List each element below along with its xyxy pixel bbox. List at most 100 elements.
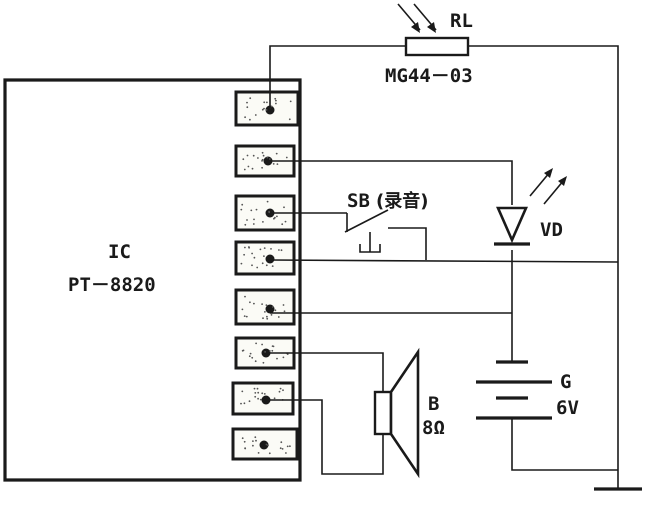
pad-speck (282, 389, 284, 392)
pad-speck (257, 397, 259, 400)
pad-speck (262, 221, 264, 223)
pad-speck (268, 452, 271, 455)
pad-speck (243, 253, 246, 256)
pad-speck (252, 223, 255, 225)
pin-contact-dot (265, 254, 275, 264)
pad-speck (263, 107, 265, 110)
speaker-impedance: 8Ω (422, 417, 445, 439)
pad-speck (279, 387, 282, 390)
pad-speck (259, 398, 262, 401)
sb-label: SB (347, 190, 370, 212)
pad-speck (249, 352, 252, 355)
pad-speck (248, 355, 251, 358)
pad-speck (246, 219, 248, 221)
ic-name: IC (108, 241, 131, 263)
pad-speck (271, 349, 274, 352)
wire-switch-right (388, 227, 427, 260)
pad-speck (265, 443, 268, 446)
pad-speck (263, 393, 266, 395)
pad-speck (244, 246, 246, 249)
pad-speck (244, 295, 246, 298)
pad-speck (253, 218, 255, 221)
pad-speck (241, 390, 244, 393)
pad-speck (264, 311, 266, 313)
pad-speck (283, 206, 285, 209)
pad-speck (270, 248, 272, 250)
pad-speck (282, 356, 285, 359)
pad-speck (261, 392, 264, 395)
pad-speck (272, 163, 275, 165)
battery-label: G (560, 371, 571, 393)
pad-speck (261, 108, 264, 111)
speaker-b: B 8Ω (373, 347, 445, 479)
pad-speck (272, 345, 275, 348)
pad-speck (285, 452, 287, 454)
pad-speck (281, 223, 284, 226)
pad-speck (274, 309, 277, 312)
pad-speck (240, 208, 243, 211)
battery-g: G 6V (476, 360, 579, 420)
pad-speck (253, 256, 256, 259)
pad-speck (281, 448, 284, 450)
pad-speck (250, 209, 253, 212)
pad-speck (261, 262, 264, 265)
pad-speck (241, 308, 244, 311)
battery-voltage: 6V (556, 397, 579, 419)
pad-speck (240, 402, 242, 405)
pad-speck (266, 156, 269, 159)
pad-speck (278, 249, 280, 251)
pad-speck (256, 266, 259, 269)
pin-contact-dot (259, 440, 269, 450)
pad-speck (243, 315, 246, 317)
wire-pin4-rail (269, 259, 619, 263)
pad-speck (289, 100, 292, 103)
pad-speck (270, 314, 273, 316)
pad-speck (243, 168, 246, 171)
pad-speck (252, 440, 254, 442)
pad-speck (248, 400, 251, 403)
pad-speck (265, 109, 268, 111)
pad-speck (283, 310, 286, 313)
pad-speck (261, 343, 263, 346)
pad-speck (245, 315, 248, 318)
rl-part-number: MG44－03 (385, 65, 473, 87)
pad-speck (261, 151, 264, 154)
pad-speck (257, 391, 260, 394)
pad-speck (276, 215, 278, 218)
wires (266, 45, 619, 488)
pad-speck (252, 444, 254, 447)
pad-speck (262, 317, 264, 320)
pad-speck (273, 397, 276, 400)
pad-stipple (240, 97, 292, 455)
pad-speck (249, 301, 251, 304)
pad-speck (255, 208, 258, 211)
pad-speck (257, 157, 259, 159)
pad-speck (289, 445, 291, 448)
pad-speck (262, 154, 265, 157)
pad-speck (267, 444, 269, 447)
pad-speck (254, 360, 257, 363)
pad-speck (261, 166, 263, 169)
pad-speck (266, 315, 268, 318)
pad-speck (241, 437, 244, 440)
pad-speck (275, 102, 277, 105)
switch-sb: SB (录音) (344, 190, 428, 253)
pad-speck (256, 387, 259, 390)
wire-battery-ground (511, 418, 618, 471)
pad-speck (244, 223, 247, 226)
pad-speck (279, 447, 282, 450)
pad-speck (251, 356, 254, 359)
pad-speck (265, 304, 268, 306)
pad-speck (257, 452, 260, 454)
ic-pin-1 (234, 90, 300, 127)
pad-speck (254, 436, 257, 439)
pad-speck (282, 304, 285, 306)
pad-speck (269, 158, 271, 160)
pad-speck (278, 390, 281, 393)
pad-speck (261, 158, 264, 161)
pad-speck (251, 264, 253, 267)
pad-speck (277, 316, 280, 318)
wire-pin6-speaker (266, 352, 384, 392)
ic-pin-5 (234, 288, 296, 326)
pad-speck (253, 387, 256, 390)
